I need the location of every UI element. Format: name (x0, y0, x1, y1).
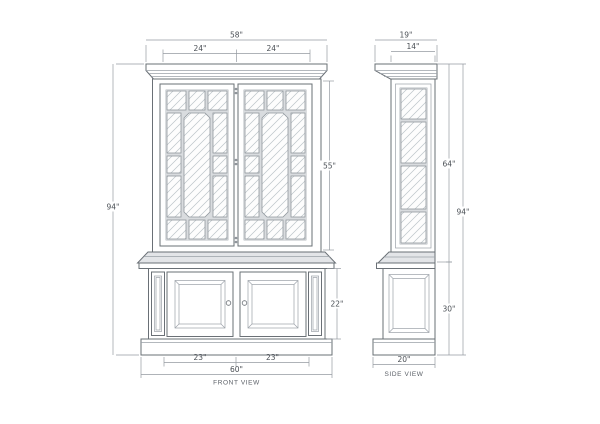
front-view-drawing (136, 63, 337, 356)
dim-label-upper-door-height: 55" (323, 162, 336, 171)
dim-label-base-depth: 20" (398, 355, 411, 364)
front-base-pilaster-right (308, 271, 322, 336)
dim-label-base-door-width-right: 23" (266, 353, 279, 362)
side-view-label: SIDE VIEW (385, 371, 424, 378)
dim-label-door-width-right: 24" (267, 44, 280, 53)
dim-base-width: 60" (140, 357, 333, 378)
front-upper-door-right (237, 83, 313, 247)
dim-crown-depth: 19" (374, 31, 438, 62)
dim-crown-width: 58" (145, 31, 328, 62)
front-base-door-right (239, 271, 307, 337)
dim-label-side-overall-height: 94" (457, 208, 470, 217)
dim-label-crown-width: 58" (230, 31, 243, 40)
dim-side-overall-height: 94" (437, 64, 472, 356)
dim-base-door-height: 22" (327, 268, 346, 340)
front-base-pilaster-left (151, 271, 165, 336)
dim-label-base-height: 30" (443, 305, 456, 314)
dim-door-width-left: 24" (162, 44, 237, 62)
dim-upper-door-height: 55" (320, 80, 339, 251)
front-view-label: FRONT VIEW (213, 380, 260, 387)
front-crown-molding (145, 63, 328, 80)
side-waist-molding (376, 251, 436, 269)
glass-fretwork-left (165, 89, 229, 241)
side-upper-cabinet-body (390, 78, 436, 253)
dim-front-overall-height: 94" (104, 63, 144, 356)
side-view-drawing (372, 63, 438, 356)
dim-door-width-right: 24" (236, 44, 311, 62)
door-hinge-hardware (234, 87, 238, 244)
side-base-cabinet-body (382, 268, 436, 340)
dim-label-door-width-left: 24" (194, 44, 207, 53)
dim-body-depth: 14" (390, 42, 436, 62)
base-door-knob-left (225, 300, 232, 306)
front-dimensions: 58" 24" 24" 94" 55" (104, 31, 346, 387)
dim-base-height: 30" (440, 303, 458, 314)
dim-label-upper-height: 64" (443, 160, 456, 169)
side-dimensions: 19" 14" 64" 30" 94" (372, 31, 472, 378)
dim-label-base-door-height: 22" (331, 300, 344, 309)
dim-base-door-width-right: 23" (236, 353, 310, 367)
dim-base-door-width-left: 23" (163, 353, 237, 367)
front-plinth (140, 338, 333, 356)
dim-label-body-depth: 14" (407, 42, 420, 51)
side-plinth (372, 338, 436, 356)
front-waist-molding (136, 251, 337, 269)
dim-label-base-width: 60" (230, 365, 243, 374)
front-upper-door-left (159, 83, 235, 247)
side-glass-panels (399, 87, 428, 245)
dim-label-base-door-width-left: 23" (194, 353, 207, 362)
dim-label-crown-depth: 19" (400, 31, 413, 40)
side-crown-molding (374, 63, 438, 80)
dim-base-depth: 20" (372, 355, 436, 368)
base-door-knob-right (241, 300, 248, 306)
dim-label-front-overall-height: 94" (107, 203, 120, 212)
front-base-door-left (166, 271, 234, 337)
glass-fretwork-right (243, 89, 307, 241)
